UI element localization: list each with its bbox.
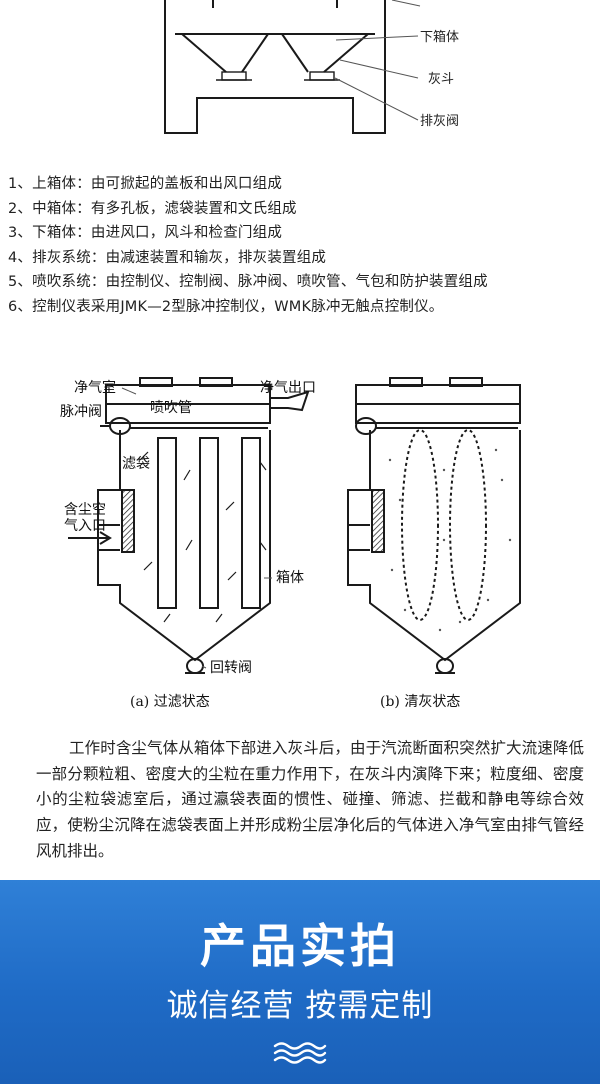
caption-filtering: (a) 过滤状态 bbox=[130, 694, 210, 710]
label-pulse-valve: 脉冲阀 bbox=[60, 404, 102, 420]
housing-a bbox=[97, 430, 271, 662]
inlet-a bbox=[98, 524, 120, 551]
filtering-state bbox=[68, 377, 310, 674]
box-outer-wall bbox=[164, 0, 386, 134]
list-item: 4、排灰系统：由减速装置和输灰，排灰装置组成 bbox=[8, 249, 327, 266]
label-rotary-valve: 回转阀 bbox=[210, 660, 252, 676]
working-principle-text: 工作时含尘气体从箱体下部进入灰斗后，由于汽流断面积突然扩大流速降低一部分颗粒粗、… bbox=[36, 739, 584, 860]
list-item: 6、控制仪表采用JMK—2型脉冲控制仪，WMK脉冲无触点控制仪。 bbox=[8, 298, 444, 315]
bag-b2 bbox=[449, 429, 487, 621]
discharge-valve-left bbox=[221, 71, 247, 81]
label-lower-box: 下箱体 bbox=[420, 29, 459, 45]
inspection-door-b bbox=[371, 489, 385, 553]
banner-subtitle: 诚信经营 按需定制 bbox=[166, 988, 434, 1024]
dust-arrows-a bbox=[139, 451, 267, 623]
inspection-door-a bbox=[121, 489, 135, 553]
list-item: 1、上箱体：由可掀起的盖板和出风口组成 bbox=[8, 176, 283, 192]
list-item: 2、中箱体：有多孔板，滤袋装置和文氏组成 bbox=[8, 200, 297, 217]
caption-cleaning: (b) 清灰状态 bbox=[380, 694, 460, 710]
component-list: 1、上箱体：由可掀起的盖板和出风口组成 2、中箱体：有多孔板，滤袋装置和文氏组成… bbox=[8, 172, 598, 320]
banner-title: 产品实拍 bbox=[200, 919, 400, 973]
bag-b1 bbox=[401, 429, 439, 621]
inlet-arrow-a bbox=[68, 531, 112, 545]
pulse-valve-b bbox=[355, 417, 377, 435]
bag-a3 bbox=[241, 437, 261, 609]
label-discharge-valve: 排灰阀 bbox=[420, 114, 459, 129]
dust-dots-b bbox=[388, 448, 512, 632]
housing-b bbox=[347, 430, 521, 662]
label-dusty-inlet-1: 含尘空 bbox=[64, 502, 106, 518]
upper-box-bottom bbox=[212, 0, 338, 8]
discharge-valve-right bbox=[309, 71, 335, 81]
hopper-right bbox=[281, 33, 369, 73]
hopper-left bbox=[181, 33, 269, 73]
label-filter-bag: 滤袋 bbox=[122, 456, 150, 472]
bag-a2 bbox=[199, 437, 219, 609]
filter-state-diagram: 净气室 净气出口 脉冲阀 喷吹管 滤袋 含尘空 气入口 箱体 回转阀 (a) 过… bbox=[60, 377, 521, 710]
outlet-a bbox=[270, 390, 310, 412]
label-blow-pipe: 喷吹管 bbox=[150, 400, 192, 416]
label-clean-outlet: 净气出口 bbox=[260, 380, 316, 396]
hopper-diagram: 下箱体 灰斗 排灰阀 bbox=[164, 0, 459, 134]
list-item: 5、喷吹系统：由控制仪、控制阀、脉冲阀、喷吹管、气包和防护装置组成 bbox=[8, 274, 488, 291]
label-dusty-inlet-2: 气入口 bbox=[64, 518, 106, 534]
list-item: 3、下箱体：由进风口，风斗和检查门组成 bbox=[8, 225, 283, 242]
wave-icon bbox=[273, 1042, 327, 1064]
inlet-b bbox=[348, 524, 370, 551]
label-hopper: 灰斗 bbox=[428, 72, 454, 87]
cleaning-state bbox=[347, 377, 521, 674]
label-box-body: 箱体 bbox=[276, 570, 304, 586]
bag-a1 bbox=[157, 437, 177, 609]
label-clean-chamber: 净气室 bbox=[74, 379, 116, 396]
product-photo-banner: 产品实拍 诚信经营 按需定制 bbox=[0, 880, 600, 1084]
